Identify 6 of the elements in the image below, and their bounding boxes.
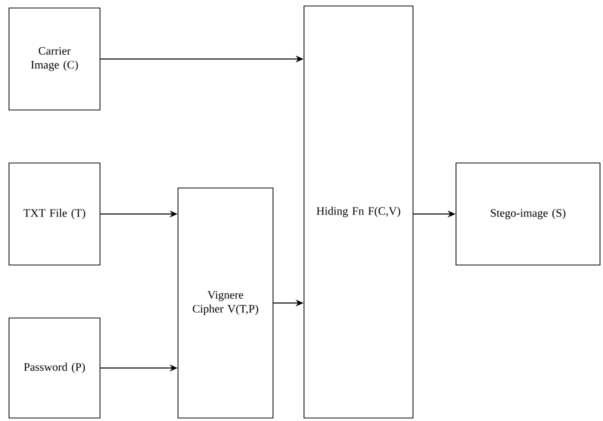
- process-box: Vignere Cipher V(T,P): [178, 188, 274, 418]
- input-box: TXT File (T): [8, 162, 100, 266]
- process-box: Hiding Fn F(C,V): [304, 6, 414, 418]
- output-box: Stego-image (S): [456, 162, 600, 266]
- input-box: Carrier Image (C): [8, 8, 100, 110]
- input-box: Password (P): [8, 318, 100, 418]
